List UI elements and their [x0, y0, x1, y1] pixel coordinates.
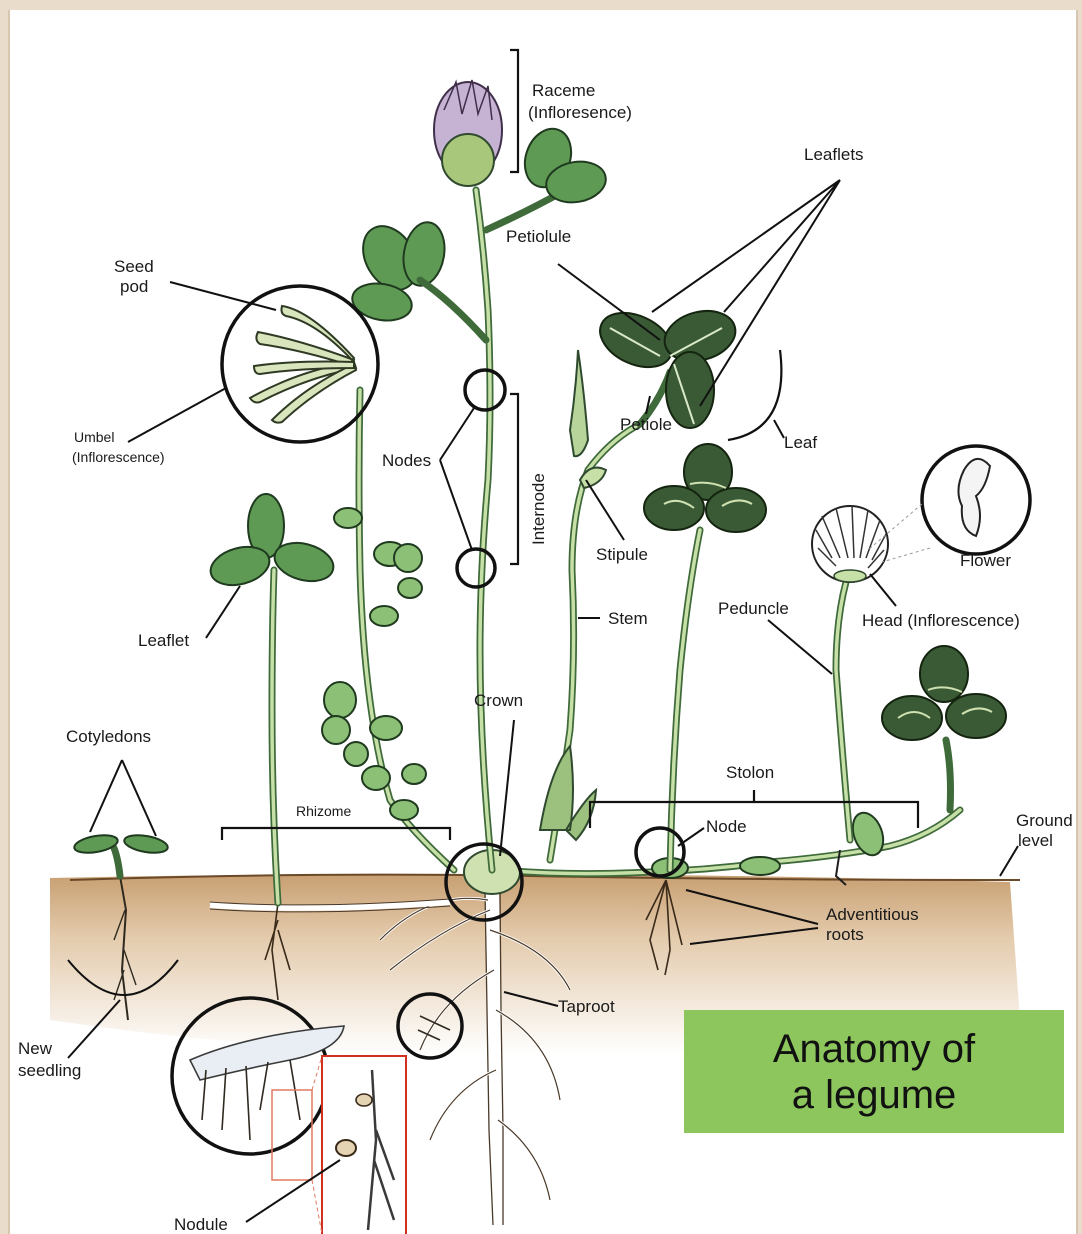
diagram-frame: Raceme (Infloresence) Leaflets Petiolule…: [8, 10, 1078, 1234]
label-stolon: Stolon: [726, 763, 774, 782]
label-adventitious: Adventitious: [826, 905, 919, 924]
flower-detail: [958, 459, 990, 536]
clover-leaf: [644, 444, 766, 532]
clover-head: [812, 506, 888, 582]
label-stem: Stem: [608, 609, 648, 628]
title-line-1: Anatomy of: [773, 1026, 975, 1072]
stipule: [580, 468, 606, 488]
label-petiole: Petiole: [620, 415, 672, 434]
ground-leader: [1000, 846, 1018, 876]
seed-pods: [250, 306, 356, 423]
crown-leader: [500, 720, 514, 856]
peduncle-leaf-stem: [670, 530, 700, 870]
nodule-inset: [322, 1056, 406, 1234]
nodes-circle-upper: [465, 370, 505, 410]
cotyledons-lines: [90, 760, 156, 836]
label-internode: Internode: [529, 473, 548, 545]
label-stipule: Stipule: [596, 545, 648, 564]
stem-base-leaves: [540, 746, 596, 840]
label-nodes: Nodes: [382, 451, 431, 470]
label-petiolule: Petiolule: [506, 227, 571, 246]
label-flower: Flower: [960, 551, 1011, 570]
internode-bracket: [510, 394, 518, 564]
stipule-leader: [586, 480, 624, 540]
nodule-inset-small: [272, 1090, 312, 1180]
raceme-flower: [434, 80, 502, 186]
label-peduncle: Peduncle: [718, 599, 789, 618]
node-leader: [678, 828, 704, 846]
label-nodule: Nodule: [174, 1215, 228, 1234]
label-adventitious-sub: roots: [826, 925, 864, 944]
label-ground-sub: level: [1018, 831, 1053, 850]
peduncle-leader: [768, 620, 832, 674]
leaf-arc: [728, 350, 781, 440]
umbel-leader: [128, 388, 226, 442]
label-rhizome: Rhizome: [296, 803, 351, 819]
label-umbel-sub: (Inflorescence): [72, 449, 165, 465]
label-leaflet: Leaflet: [138, 631, 189, 650]
label-pod: pod: [120, 277, 148, 296]
label-new: New: [18, 1039, 53, 1058]
petiolule-leaflets: [591, 302, 741, 428]
right-clover-leaf: [882, 646, 1006, 740]
label-raceme-sub: (Infloresence): [528, 103, 632, 122]
label-raceme: Raceme: [532, 81, 595, 100]
label-taproot: Taproot: [558, 997, 615, 1016]
nodule: [336, 1140, 356, 1156]
label-crown: Crown: [474, 691, 523, 710]
leaf-leader: [774, 420, 784, 438]
label-leaflets: Leaflets: [804, 145, 864, 164]
leaflet-leader: [206, 586, 240, 638]
label-head: Head (Inflorescence): [862, 611, 1020, 630]
label-new-sub: seedling: [18, 1061, 81, 1080]
label-cotyledons: Cotyledons: [66, 727, 151, 746]
raceme-bracket: [510, 50, 518, 172]
head-leader: [870, 574, 896, 606]
nodes-circle-lower: [457, 549, 495, 587]
label-umbel: Umbel: [74, 429, 114, 445]
label-leaf: Leaf: [784, 433, 817, 452]
label-seed: Seed: [114, 257, 154, 276]
title-box: Anatomy of a legume: [684, 1010, 1064, 1133]
label-node: Node: [706, 817, 747, 836]
stipule-leaf: [570, 350, 588, 456]
nodes-leaders: [440, 408, 474, 550]
title-line-2: a legume: [792, 1072, 957, 1118]
seed-pod-side-leaves: [322, 508, 426, 820]
label-ground: Ground: [1016, 811, 1073, 830]
